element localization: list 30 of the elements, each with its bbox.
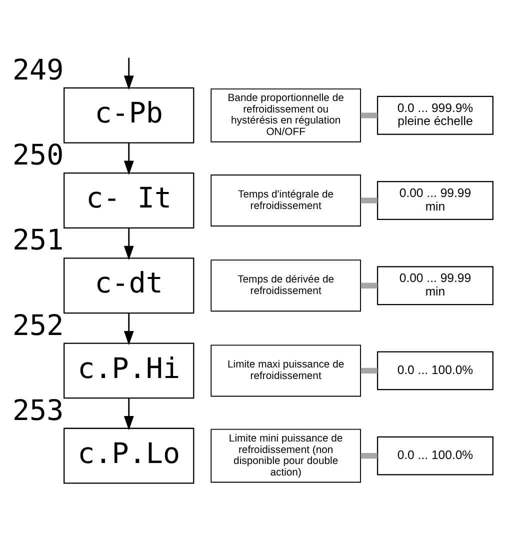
node-box: c.P.Lo <box>64 428 194 484</box>
connector <box>360 198 378 204</box>
connector <box>360 112 378 118</box>
node-box: 0.0 ... 100.0% <box>376 436 494 476</box>
node-box: Temps de dérivée de refroidissement <box>210 260 361 312</box>
node-box: 0.0 ... 999.9% pleine échelle <box>376 96 494 135</box>
node-label: 249 <box>12 53 64 86</box>
node-box: c- It <box>64 172 194 228</box>
connector <box>360 368 378 374</box>
node-box: 0.0 ... 100.0% <box>376 351 494 390</box>
connector <box>360 282 378 288</box>
node-box: c-Pb <box>64 87 194 144</box>
node-label: 253 <box>12 394 64 427</box>
arrow <box>124 58 134 90</box>
arrow <box>124 398 134 430</box>
node-box: c.P.Hi <box>64 342 194 399</box>
node-box: Limite maxi puissance de refroidissement <box>210 344 361 397</box>
node-box: Temps d'intégrale de refroidissement <box>210 174 361 226</box>
node-label: 252 <box>12 308 64 342</box>
node-box: Limite mini puissance de refroidissement (non disponible pour double action) <box>210 428 361 483</box>
connector <box>360 452 378 459</box>
arrow <box>124 143 134 175</box>
node-box: 0.00 ... 99.99 min <box>376 181 494 220</box>
node-box: c-dt <box>64 258 194 314</box>
arrow <box>124 313 134 346</box>
arrow <box>124 228 134 260</box>
node-label: 250 <box>12 138 64 172</box>
node-box: Bande proportionnelle de refroidissement ou hystérésis en régulation ON/OFF <box>210 88 361 142</box>
node-box: 0.00 ... 99.99 min <box>376 266 494 306</box>
node-label: 251 <box>12 224 64 257</box>
